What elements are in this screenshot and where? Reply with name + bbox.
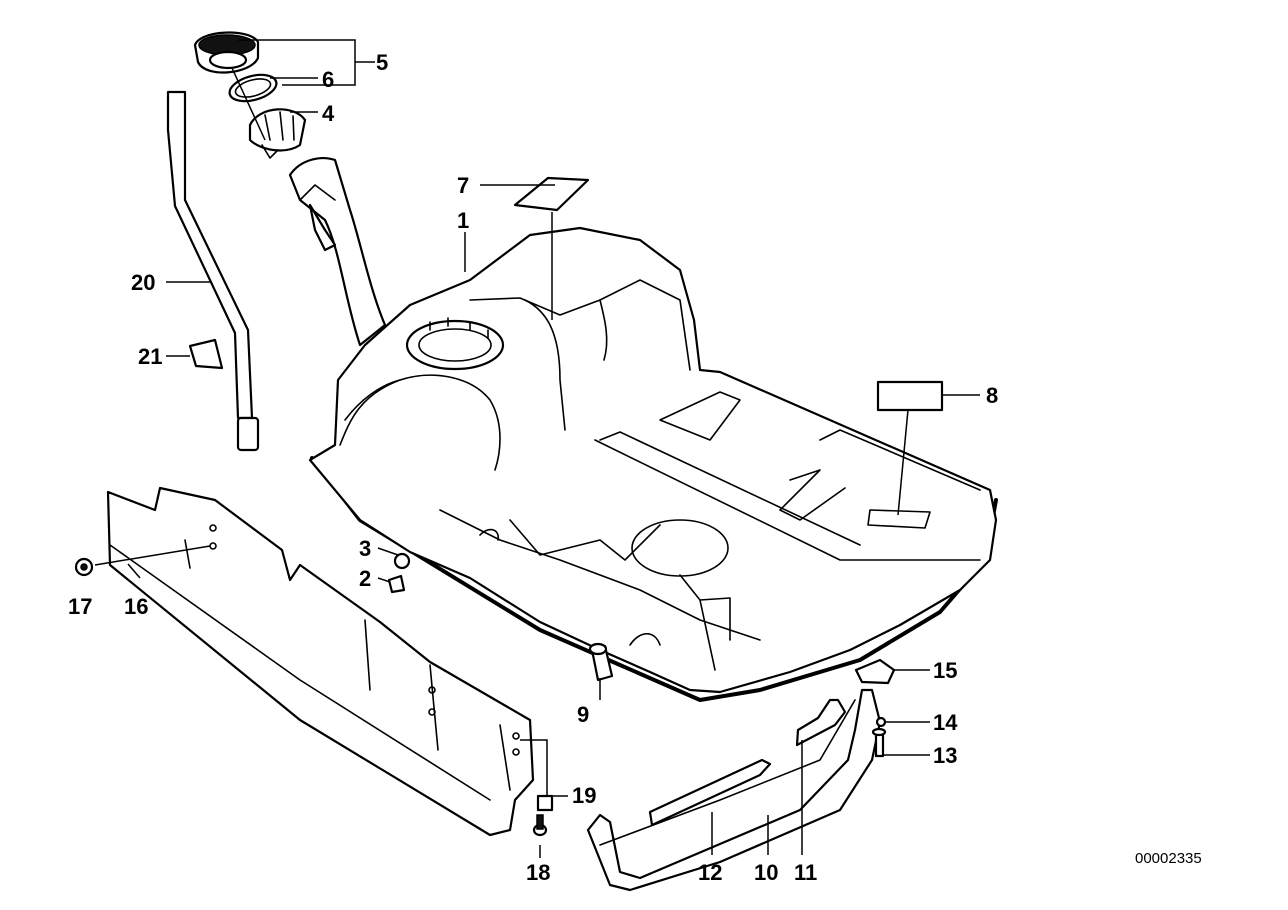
callout-12: 12 [698, 860, 722, 885]
callout-1: 1 [457, 208, 469, 233]
callout-16: 16 [124, 594, 148, 619]
washer-14 [875, 716, 887, 728]
callout-9: 9 [577, 702, 589, 727]
callout-20: 20 [131, 270, 155, 295]
pad-12 [648, 758, 772, 827]
retaining-ring [248, 108, 307, 159]
callout-5: 5 [376, 50, 388, 75]
callout-21: 21 [138, 344, 162, 369]
callout-17: 17 [68, 594, 92, 619]
callout-18: 18 [526, 860, 550, 885]
clip-21 [188, 338, 224, 370]
callout-10: 10 [754, 860, 778, 885]
bolt-2 [387, 574, 406, 594]
rubber-pad-9 [588, 642, 614, 682]
heat-shield [106, 486, 535, 837]
callout-4: 4 [322, 101, 335, 126]
tank-cap-seal [193, 31, 260, 74]
bracket-15 [854, 658, 896, 685]
callouts: 1 2 3 4 5 6 7 8 9 10 11 12 13 14 15 16 1… [68, 50, 998, 885]
label-plate-7 [513, 176, 590, 212]
callout-2: 2 [359, 566, 371, 591]
callout-6: 6 [322, 67, 334, 92]
document-number: 00002335 [1135, 850, 1202, 867]
label-plate-8 [876, 380, 944, 412]
callout-7: 7 [457, 173, 469, 198]
screw-18 [532, 814, 548, 837]
callout-11: 11 [794, 860, 817, 885]
clip-nut-19 [536, 794, 554, 812]
nut-3 [393, 552, 411, 570]
bolt-13 [871, 727, 887, 758]
nut-17 [74, 557, 94, 577]
callout-3: 3 [359, 536, 371, 561]
callout-8: 8 [986, 383, 998, 408]
callout-15: 15 [933, 658, 957, 683]
pad-11 [795, 698, 847, 747]
vent-pipe [166, 90, 260, 452]
o-ring [228, 73, 278, 103]
leader-lines [94, 39, 980, 858]
callout-13: 13 [933, 743, 957, 768]
callout-19: 19 [572, 783, 596, 808]
callout-14: 14 [933, 710, 958, 735]
fuel-tank [288, 157, 998, 702]
